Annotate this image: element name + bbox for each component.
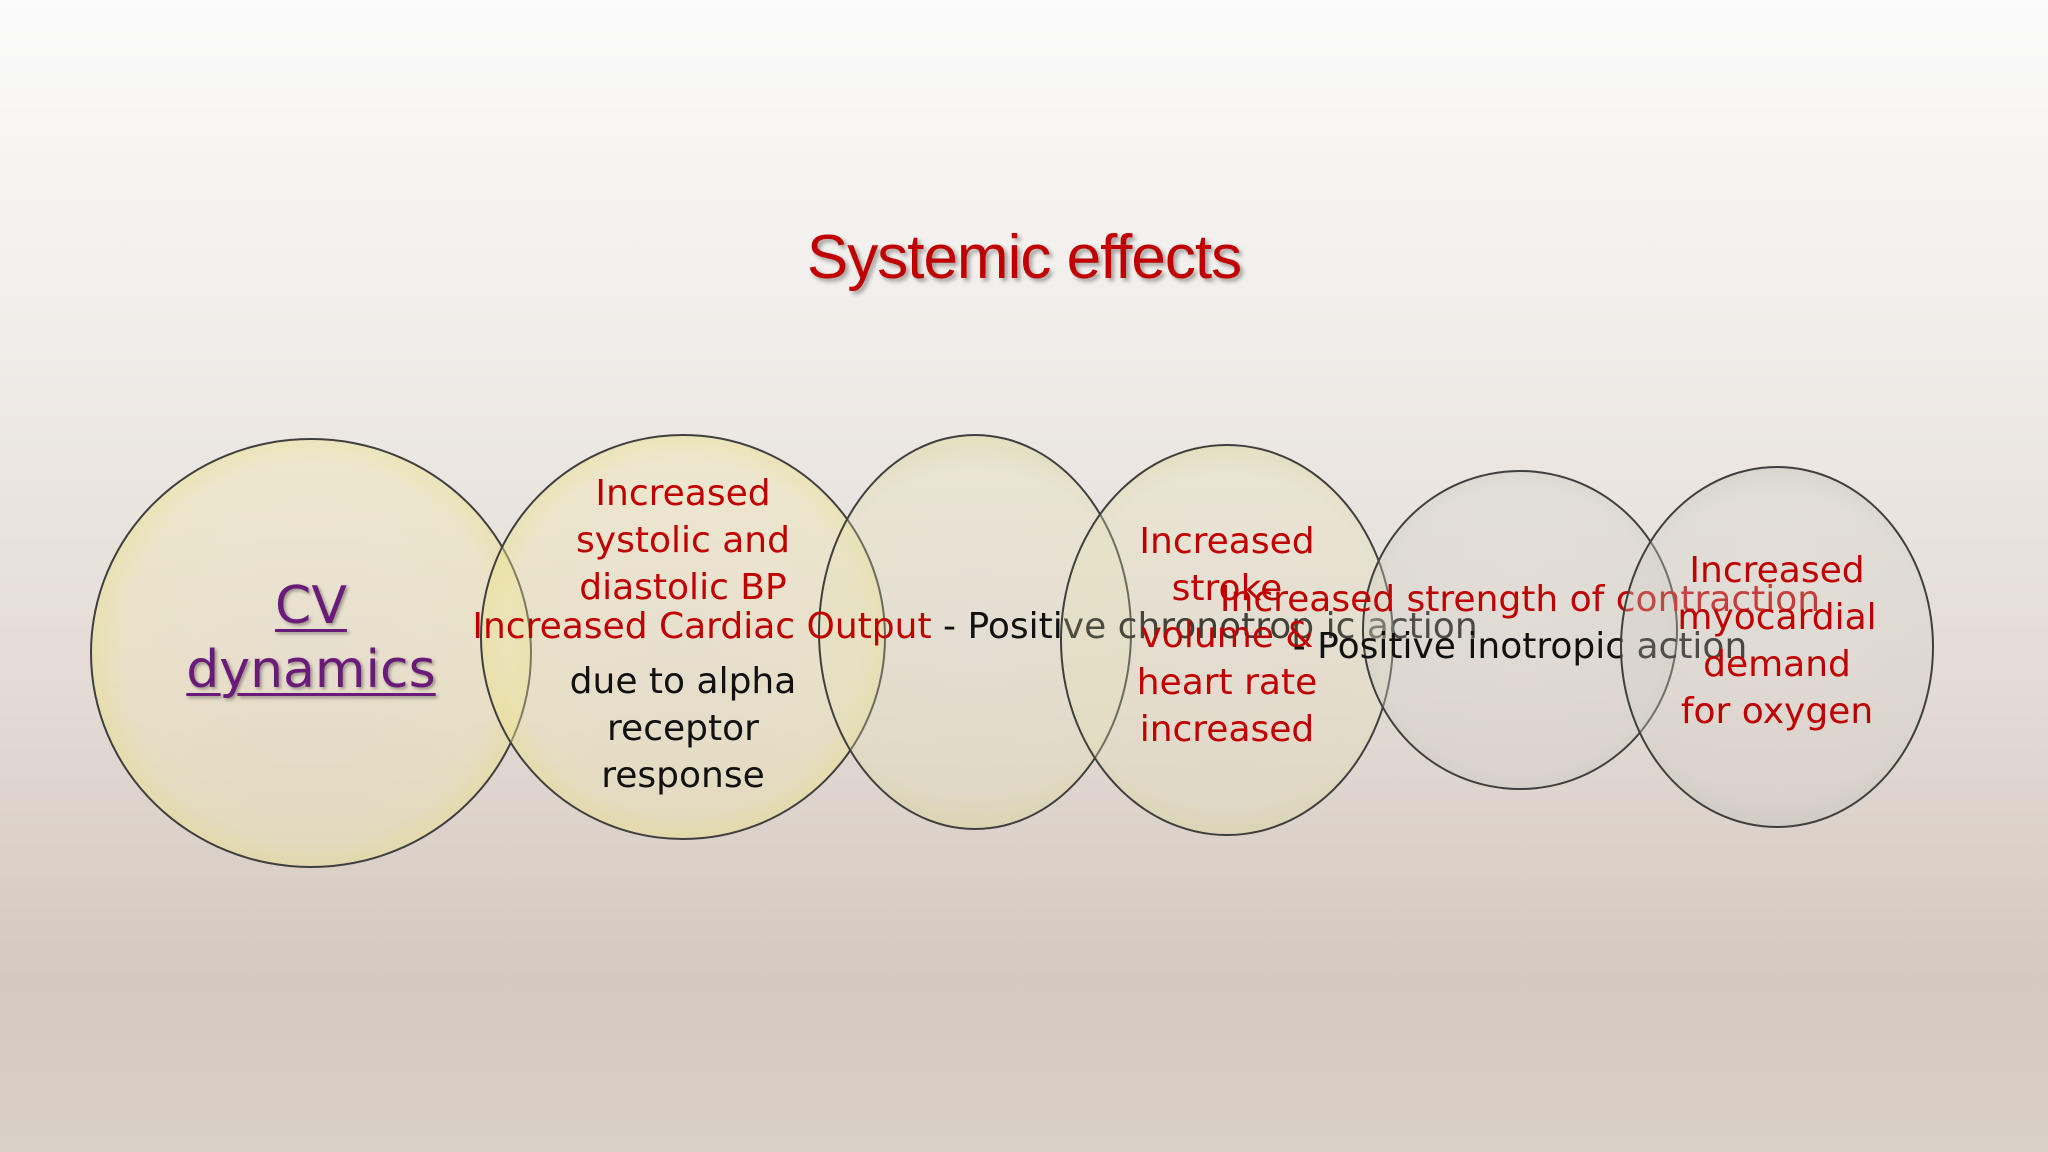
cardiac-output-red-text: Increased Cardiac Output [472, 605, 932, 647]
slide-title: Systemic effects [806, 223, 1242, 292]
bp-text: Increased systolic and diastolic BP due … [570, 423, 797, 846]
circle-stroke-volume: Increased stroke volume & heart rate inc… [1060, 444, 1394, 836]
stroke-volume-text: Increased stroke volume & heart rate inc… [1136, 520, 1318, 750]
cv-dynamics-label[interactable]: CV dynamics [186, 576, 436, 700]
bp-red-text: Increased systolic and diastolic BP [576, 472, 790, 608]
circle-myocardial-demand: Increased myocardial demand for oxygen [1620, 466, 1934, 828]
myocardial-demand-text: Increased myocardial demand for oxygen [1677, 550, 1877, 732]
circle-cv-dynamics: CV dynamics [90, 438, 532, 868]
bp-black-text: due to alpha receptor response [569, 660, 797, 796]
